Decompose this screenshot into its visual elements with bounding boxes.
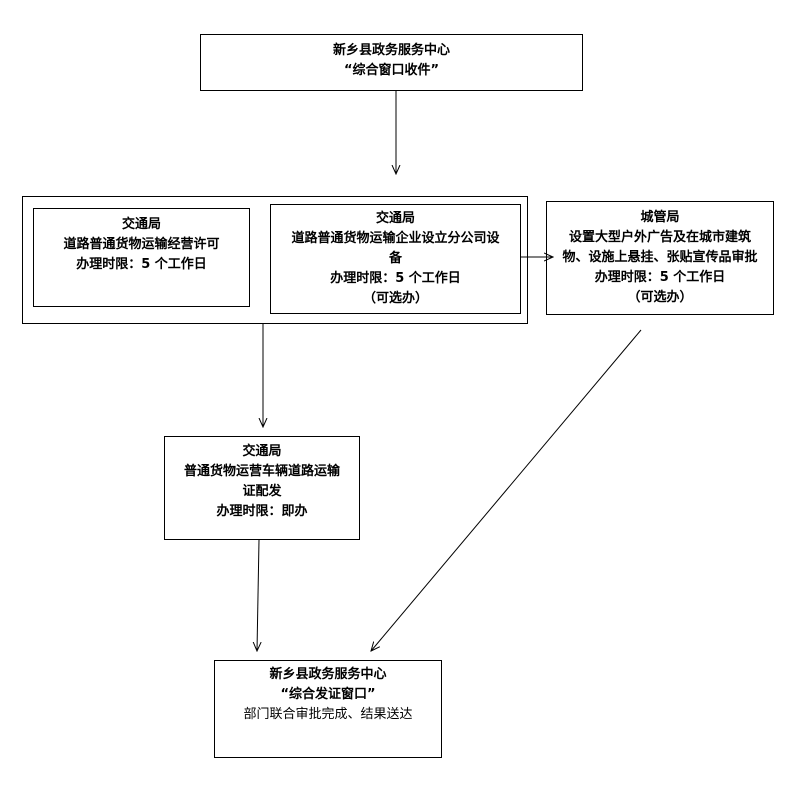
- transport-b-line-5: （可选办）: [362, 291, 428, 306]
- urban-management-node: 城管局 设置大型户外广告及在城市建筑 物、设施上悬挂、张贴宣传品审批 办理时限：…: [546, 201, 774, 315]
- start-node-line-1: 新乡县政务服务中心: [332, 43, 450, 58]
- transport-a-title: 交通局: [121, 217, 161, 232]
- urban-line-3: 物、设施上悬挂、张贴宣传品审批: [562, 250, 758, 265]
- arrow-transport-c-to-end: [257, 539, 259, 651]
- transport-b-line-4: 办理时限：5 个工作日: [330, 271, 461, 286]
- start-node-line-2: “综合窗口收件”: [343, 63, 440, 78]
- urban-line-2: 设置大型户外广告及在城市建筑: [568, 230, 751, 245]
- transport-b-line-2: 道路普通货物运输企业设立分公司设: [291, 231, 500, 246]
- transport-b-title: 交通局: [375, 211, 415, 226]
- transport-c-line-3: 证配发: [242, 484, 282, 499]
- transport-c-line-4: 办理时限：即办: [216, 504, 308, 519]
- arrow-urban-to-end: [371, 329, 642, 651]
- transport-c-title: 交通局: [242, 444, 282, 459]
- end-node-line-1: 新乡县政务服务中心: [269, 667, 387, 682]
- transport-vehicle-permit-node: 交通局 普通货物运营车辆道路运输 证配发 办理时限：即办: [164, 436, 360, 540]
- transport-a-line-2: 道路普通货物运输经营许可: [63, 237, 220, 252]
- urban-line-5: （可选办）: [627, 290, 693, 305]
- end-node-line-3: 部门联合审批完成、结果送达: [243, 707, 413, 722]
- transport-a-line-3: 办理时限：5 个工作日: [76, 257, 207, 272]
- end-node-line-2: “综合发证窗口”: [280, 687, 376, 702]
- transport-c-line-2: 普通货物运营车辆道路运输: [183, 464, 340, 479]
- transport-branch-filing-node: 交通局 道路普通货物运输企业设立分公司设 备 办理时限：5 个工作日 （可选办）: [270, 204, 521, 314]
- urban-line-4: 办理时限：5 个工作日: [594, 270, 726, 285]
- transport-freight-license-node: 交通局 道路普通货物运输经营许可 办理时限：5 个工作日: [33, 208, 250, 307]
- urban-title: 城管局: [640, 210, 680, 225]
- start-node-intake-window: 新乡县政务服务中心 “综合窗口收件”: [200, 34, 583, 91]
- transport-b-line-3: 备: [388, 251, 402, 266]
- end-node-issuance-window: 新乡县政务服务中心 “综合发证窗口” 部门联合审批完成、结果送达: [214, 660, 442, 758]
